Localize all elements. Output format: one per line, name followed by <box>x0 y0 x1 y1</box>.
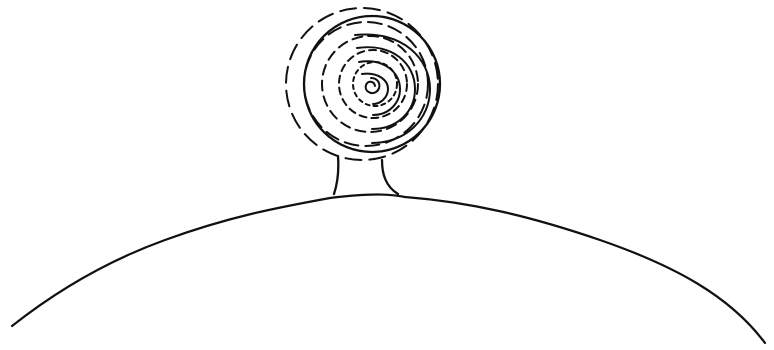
hill-curve <box>12 195 765 344</box>
tree-crown-center-spiral <box>366 78 380 93</box>
tree-trunk <box>334 156 398 194</box>
